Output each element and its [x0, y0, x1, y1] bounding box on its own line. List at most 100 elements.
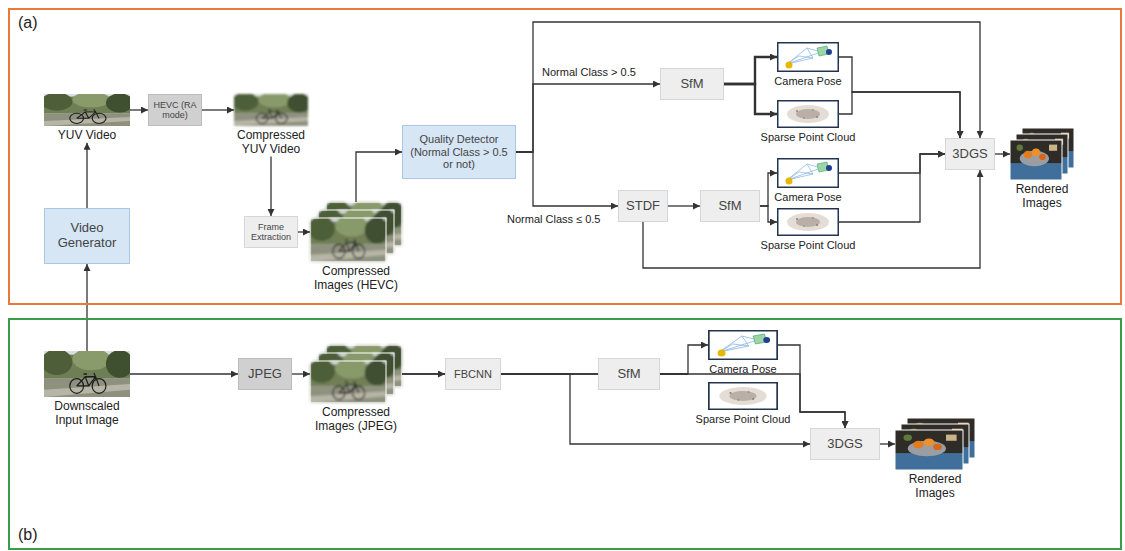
connector: [130, 109, 148, 110]
image-node: Sparse Point Cloud: [693, 382, 793, 426]
connector: [202, 109, 234, 110]
picture-part: [308, 358, 389, 403]
image-caption: Sparse Point Cloud: [758, 239, 858, 252]
image-caption: Rendered Images: [1002, 183, 1082, 211]
picture-part: [310, 361, 386, 403]
point-cloud-picture: [709, 383, 777, 410]
process-box: STDF: [618, 190, 668, 222]
process-box: Video Generator: [44, 208, 130, 264]
process-box: SfM: [700, 190, 760, 222]
picture-part: [1010, 140, 1062, 180]
rendered-stack: [1010, 128, 1074, 180]
connector: [880, 443, 895, 444]
picture-part: [895, 430, 963, 470]
camera-pose-picture: [778, 159, 839, 188]
box-label: STDF: [622, 199, 664, 214]
connector: [995, 153, 1010, 154]
connector: [839, 154, 945, 173]
connector: [292, 373, 310, 374]
image-node: Downscaled Input Image: [42, 351, 132, 428]
image-node: Compressed YUV Video: [229, 94, 313, 157]
connector: [839, 92, 960, 138]
image-node: Camera Pose: [768, 158, 848, 204]
panel-band: (a) YUV Video HEVC (RA mode) Compressed YUV…: [8, 8, 1122, 305]
image-node: Camera Pose: [703, 330, 783, 376]
camera-pose-picture: [778, 43, 839, 72]
box-label: SfM: [704, 199, 756, 214]
edge-label: Normal Class > 0.5: [540, 66, 638, 78]
image-caption: Downscaled Input Image: [42, 400, 132, 428]
box-label: SfM: [602, 367, 656, 382]
compressed-video-picture: [232, 92, 311, 126]
picture-part: [308, 215, 389, 262]
process-box: 3DGS: [945, 138, 995, 170]
box-label: 3DGS: [949, 147, 991, 162]
box-label: Frame Extraction: [248, 222, 294, 243]
image-stack: [308, 342, 405, 403]
box-label: Quality Detector (Normal Class > 0.5 or …: [406, 133, 512, 171]
point-cloud-picture: [778, 101, 839, 128]
connector: [516, 84, 660, 152]
picture-part: [895, 430, 963, 470]
image-caption: Compressed Images (JPEG): [311, 406, 401, 434]
connector: [668, 205, 700, 206]
image-node: Sparse Point Cloud: [758, 100, 858, 144]
image-node: Sparse Point Cloud: [758, 208, 858, 252]
image-node: Rendered Images: [1002, 128, 1082, 211]
yuv-video-picture: [41, 92, 133, 126]
image-caption: YUV Video: [42, 129, 132, 143]
image-node: YUV Video: [42, 94, 132, 143]
connector: [724, 84, 777, 114]
image-caption: Compressed Images (HEVC): [311, 265, 401, 293]
connector: [516, 22, 980, 152]
rendered-stack: [895, 418, 975, 470]
image-caption: Camera Pose: [768, 75, 848, 88]
process-box: SfM: [660, 68, 724, 100]
connector: [516, 152, 618, 206]
image-caption: Camera Pose: [703, 363, 783, 376]
process-box: HEVC (RA mode): [148, 94, 202, 126]
image-caption: Rendered Images: [895, 473, 975, 501]
panel-band: (b) Downscaled Input Image JPEG Compressed …: [8, 318, 1122, 550]
image-node: Rendered Images: [895, 418, 975, 501]
process-box: Frame Extraction: [244, 216, 298, 248]
connector: [86, 143, 87, 208]
connector: [643, 170, 980, 268]
connector: [86, 264, 87, 351]
box-label: HEVC (RA mode): [152, 100, 198, 121]
camera-pose-picture: [709, 331, 777, 360]
box-label: JPEG: [242, 367, 288, 382]
image-caption: Camera Pose: [768, 191, 848, 204]
process-box: FBCNN: [445, 358, 501, 390]
box-label: Video Generator: [48, 221, 126, 251]
process-box: 3DGS: [810, 428, 880, 460]
connector: [839, 154, 945, 222]
edge-label: Normal Class ≤ 0.5: [505, 213, 602, 225]
picture-part: [1010, 140, 1062, 180]
image-node: Compressed Images (JPEG): [311, 345, 401, 434]
box-label: FBCNN: [449, 368, 497, 381]
connector: [839, 57, 960, 138]
connector: [760, 206, 777, 222]
process-box: Quality Detector (Normal Class > 0.5 or …: [402, 125, 516, 179]
process-box: JPEG: [238, 358, 292, 390]
connector: [356, 152, 402, 202]
image-caption: Compressed YUV Video: [229, 129, 313, 157]
image-caption: Sparse Point Cloud: [758, 131, 858, 144]
connector: [130, 373, 238, 374]
connector: [724, 57, 777, 84]
panel-label: (b): [18, 526, 38, 544]
input-picture: [41, 348, 133, 397]
image-caption: Sparse Point Cloud: [693, 413, 793, 426]
panel-label: (a): [18, 14, 38, 32]
process-box: SfM: [598, 358, 660, 390]
point-cloud-picture: [778, 209, 839, 236]
connector: [298, 231, 310, 232]
connector: [270, 157, 271, 216]
box-label: 3DGS: [814, 437, 876, 452]
box-label: SfM: [664, 77, 720, 92]
image-node: Compressed Images (HEVC): [311, 202, 401, 293]
